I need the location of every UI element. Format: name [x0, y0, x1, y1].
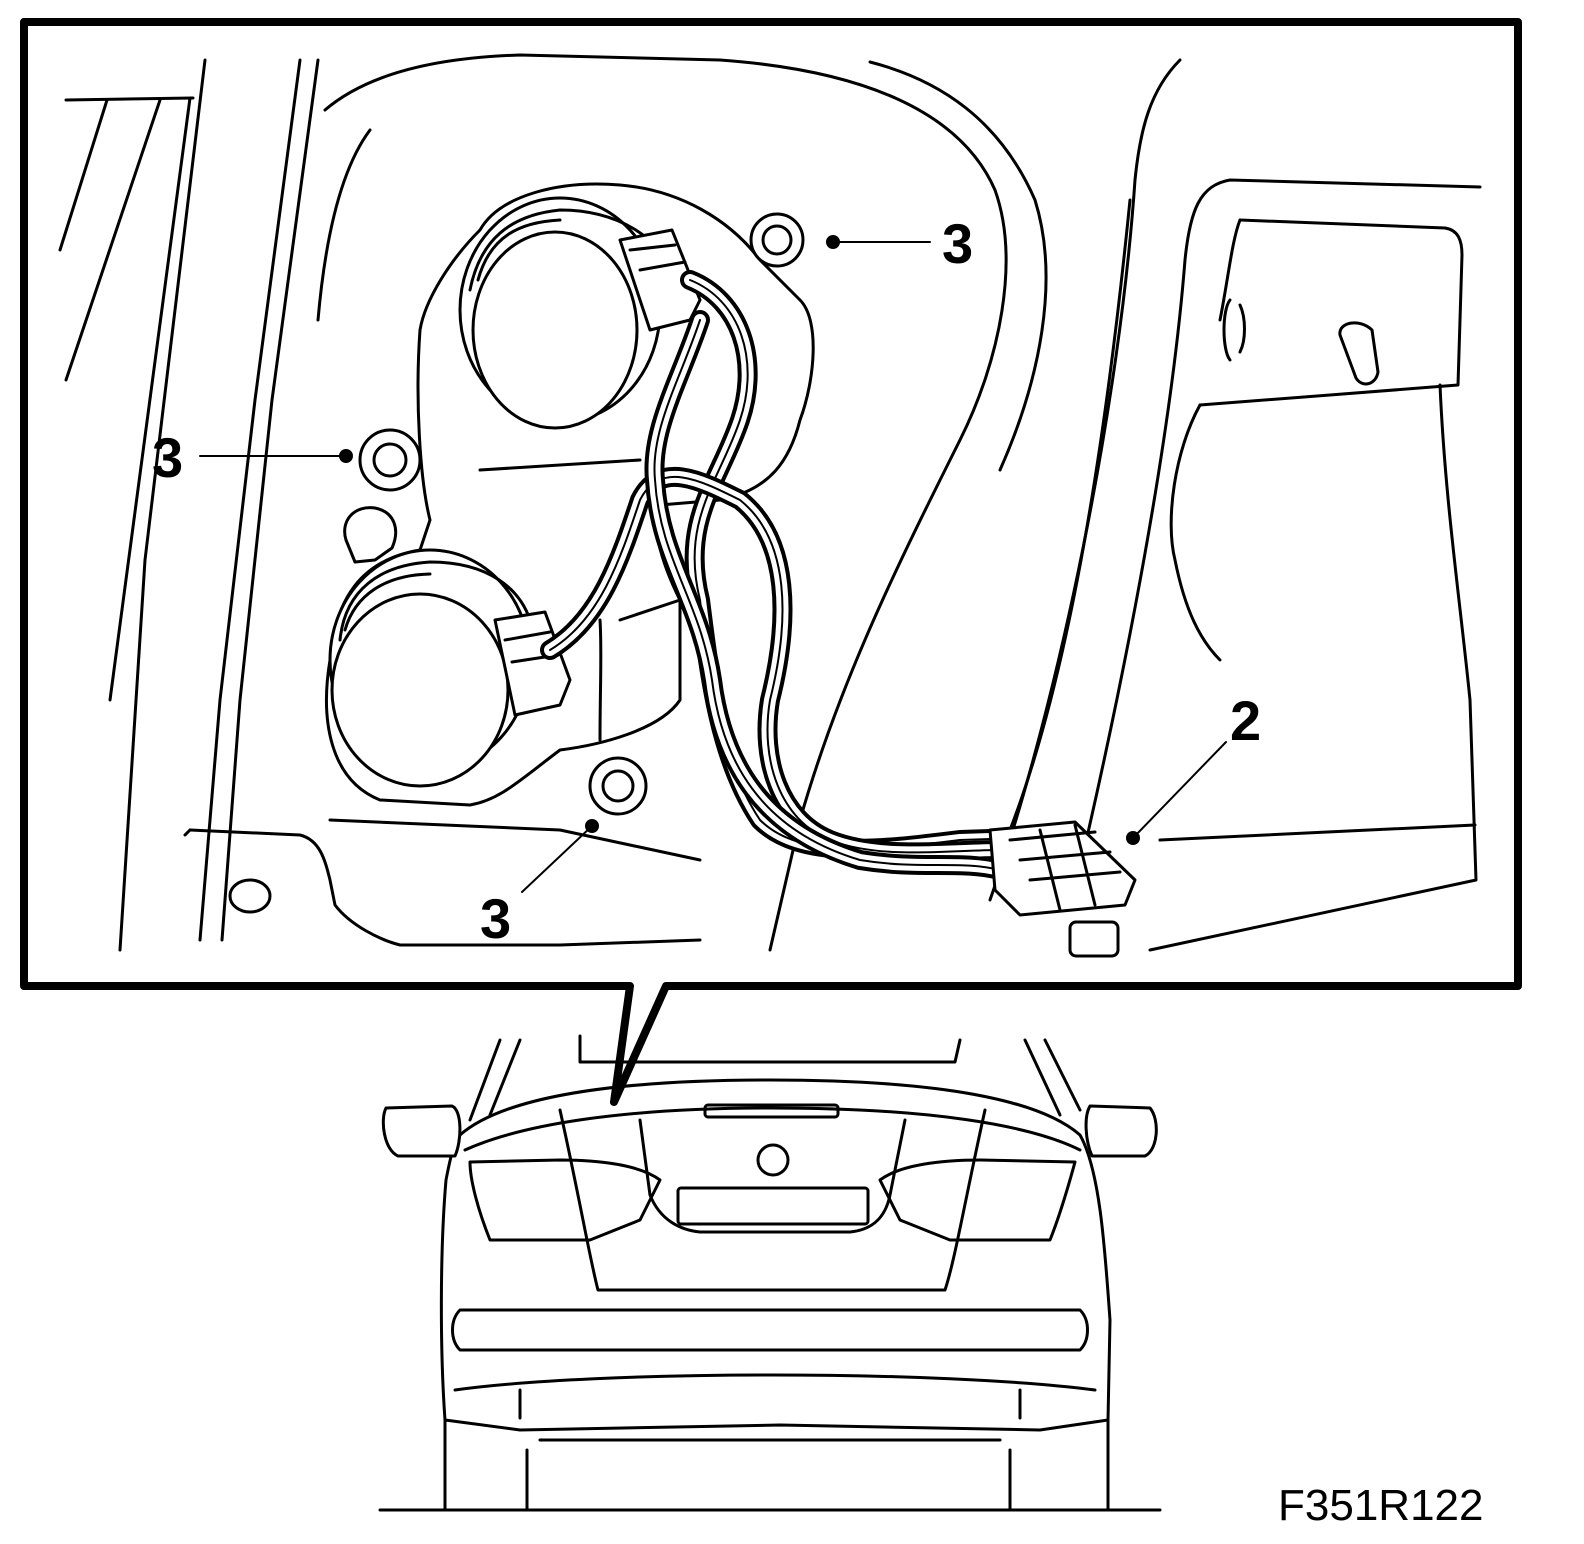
left-mirror [381, 1104, 462, 1158]
callout-nut-top-right: 3 [942, 212, 973, 275]
trunk-emblem [756, 1143, 790, 1177]
right-tail-lamp [878, 1158, 1077, 1242]
detail-view: 3 3 3 2 [20, 18, 1522, 1106]
lower-bulb-holder [328, 548, 572, 788]
leader-lines [199, 235, 1227, 893]
rear-bumper [451, 1308, 1089, 1352]
clip-pin [1338, 321, 1380, 386]
callout-nut-bottom: 3 [480, 887, 511, 950]
wiring-harness [540, 270, 1030, 880]
trunk-lid [558, 1108, 987, 1292]
lamp-recess-outline [323, 53, 1008, 952]
callout-connector: 2 [1230, 689, 1261, 752]
nut-top-right [749, 212, 805, 268]
detail-frame [20, 18, 1522, 1106]
car-body-outline [439, 1078, 1112, 1432]
third-brake-light [703, 1103, 840, 1119]
license-plate [676, 1186, 870, 1226]
car-rear-view [378, 1034, 1162, 1512]
body-panel-right [988, 58, 1482, 952]
drain-hole [228, 878, 272, 914]
nut-bottom [588, 756, 648, 816]
wiring-connector [988, 820, 1137, 958]
figure-id: F351R122 [1278, 1481, 1483, 1530]
body-grommet [343, 506, 398, 564]
left-tail-lamp [468, 1158, 662, 1242]
callout-nut-left: 3 [152, 426, 183, 489]
right-mirror [1084, 1104, 1158, 1158]
upper-bulb-holder [458, 196, 702, 430]
body-pillar-left [58, 58, 320, 952]
nut-left [358, 428, 422, 492]
